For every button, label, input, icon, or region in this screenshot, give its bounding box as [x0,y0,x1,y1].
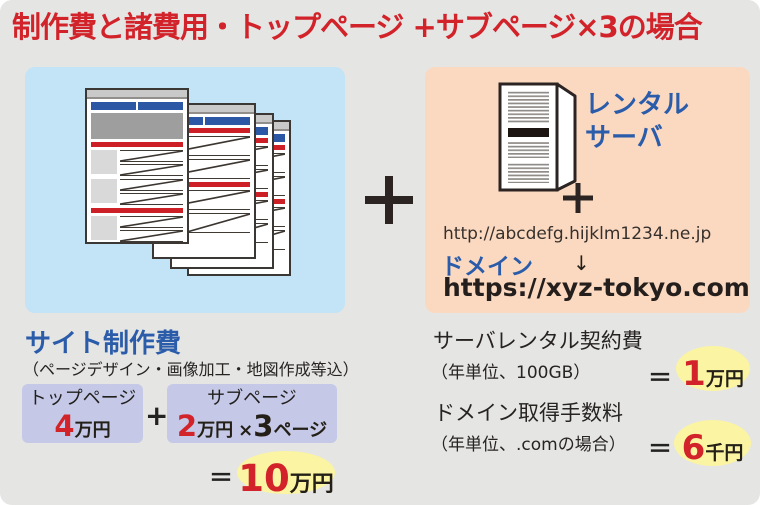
plus-icon [563,183,593,213]
fee-amount-number: 6 [681,428,706,468]
sub-page-price-unit: 万円 [197,419,234,441]
top-page-label: トップページ [28,388,137,409]
temp-url-text: http://abcdefg.hijklm1234.ne.jp [443,224,712,244]
server-domain-panel: レンタル サーバ http://abcdefg.hijklm1234.ne.jp… [425,67,750,313]
top-page-price-unit: 万円 [74,419,111,441]
mockup-heading-bar [91,208,183,213]
fee-condition: （年単位、.comの場合） [431,435,626,455]
mockup-thumbnail [91,216,117,240]
mockup-titlebar [154,105,254,114]
multiply-sign: × [238,419,254,441]
mockup-image-placeholder [120,164,183,176]
plus-sign: + [145,399,169,432]
fee-amount-unit: 万円 [705,368,744,390]
sub-page-price-box: サブページ 2万円 ×3ページ [167,384,337,443]
mockup-nav [91,102,183,110]
production-cost-note: （ページデザイン・画像加工・地図作成等込） [23,360,359,379]
mockup-heading-bar [158,128,250,133]
mockup-heading-bar [158,182,250,187]
fee-amount-unit: 千円 [705,442,744,464]
fee-title: ドメイン取得手数料 [434,401,623,425]
mockup-image-placeholder [120,150,183,162]
equals-sign: ＝ [648,435,672,463]
plus-icon [365,176,413,224]
mockup-hero-image [91,113,183,139]
page-title: 制作費と諸費用・トップページ +サブページ×3の場合 [12,10,703,44]
site-pages-panel [25,67,345,313]
rental-server-label-line1: レンタル [585,90,690,120]
fee-title: サーバレンタル契約費 [433,329,643,353]
sub-page-count-unit: ページ [273,419,328,441]
server-icon [498,82,577,192]
sub-page-price-number: 2 [176,408,198,443]
rental-server-label: レンタル サーバ [585,89,689,154]
production-cost-heading: サイト制作費 [25,329,182,359]
domain-label: ドメイン [441,254,533,280]
webpage-mockup-front [85,88,189,244]
equals-sign: ＝ [648,364,672,392]
mockup-image-placeholder [120,193,183,205]
mockup-thumbnail [91,179,117,203]
top-page-price-box: トップページ 4万円 [22,384,143,443]
rental-server-label-line2: サーバ [585,122,663,153]
mockup-image-placeholder [120,216,183,228]
top-page-price-number: 4 [54,408,75,443]
equals-sign: ＝ [209,464,233,492]
arrow-down-icon: ↓ [573,251,590,275]
mockup-heading-bar [91,142,183,147]
mockup-image-placeholder [120,230,183,242]
mockup-image-placeholder [187,213,250,233]
fee-condition: （年単位、100GB） [431,363,591,383]
total-cost-unit: 万円 [289,472,334,497]
total-cost-number: 10 [238,457,290,500]
sub-page-label: サブページ [207,388,297,409]
mockup-thumbnail [91,150,117,174]
mockup-titlebar [87,90,187,99]
domain-url-text: https://xyz-tokyo.com [443,273,750,302]
sub-page-count: 3 [253,408,274,443]
mockup-image-placeholder [120,179,183,191]
fee-amount-number: 1 [682,354,706,394]
